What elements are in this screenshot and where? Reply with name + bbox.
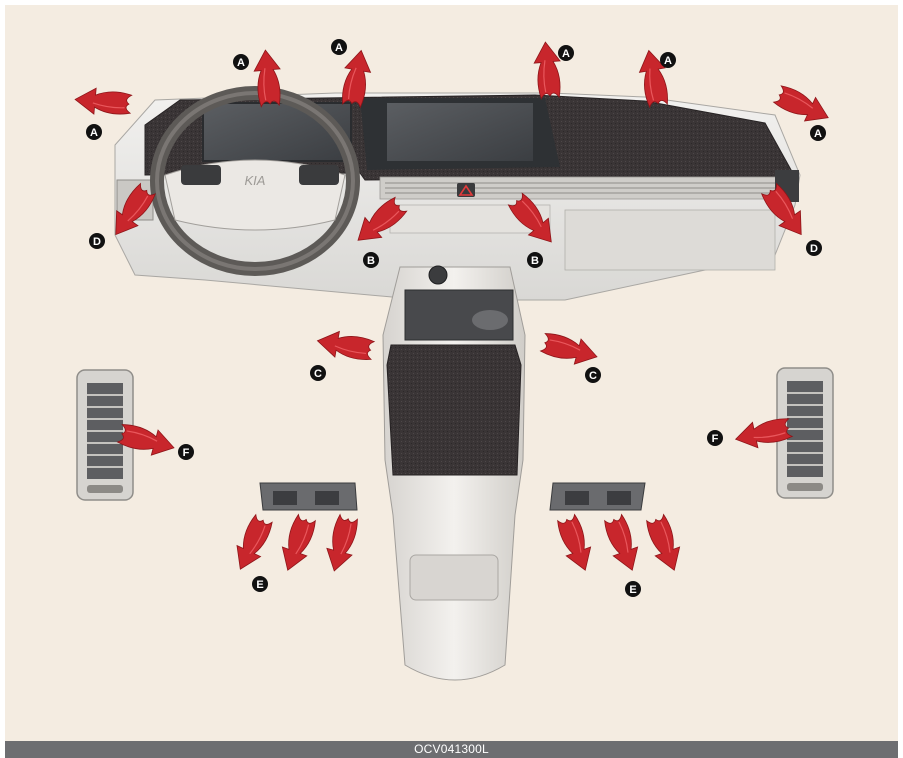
airflow-arrow-icon [554,513,598,575]
label-c: C [310,365,326,381]
label-a: A [331,39,347,55]
console-storage-bin [410,555,498,600]
svg-text:F: F [712,433,719,445]
svg-text:D: D [810,243,818,255]
vent-diagram: KIA [5,5,898,741]
rear-floor-vent-left [260,483,357,510]
svg-text:A: A [814,128,822,140]
label-b: B [363,252,379,268]
label-b: B [527,252,543,268]
label-c: C [585,367,601,383]
rear-floor-vent-right [550,483,645,510]
label-a: A [810,125,826,141]
airflow-arrow-icon [229,513,276,575]
airflow-arrow-icon [532,41,563,99]
svg-text:F: F [183,447,190,459]
label-a: A [233,54,249,70]
airflow-arrow-icon [643,513,687,575]
label-f: F [178,444,194,460]
svg-text:E: E [629,584,636,596]
caption-bar: OCV041300L [5,741,898,758]
svg-text:B: B [531,255,539,267]
airflow-arrow-icon [74,86,132,117]
svg-text:B: B [367,255,375,267]
glovebox [565,210,775,270]
label-a: A [660,52,676,68]
armrest-fabric [387,345,521,475]
svg-text:A: A [237,57,245,69]
svg-text:C: C [314,368,322,380]
svg-text:A: A [335,42,343,54]
airflow-arrow-icon [315,328,375,363]
label-d: D [806,240,822,256]
airflow-arrow-icon [601,513,645,575]
svg-text:E: E [256,579,263,591]
label-a: A [558,45,574,61]
drive-selector-dial [429,266,447,284]
airflow-arrow-icon [276,513,320,575]
airflow-arrow-icon [540,330,601,370]
illustration-canvas: KIA [5,5,898,741]
svg-text:C: C [589,370,597,382]
center-console [383,266,525,680]
label-d: D [89,233,105,249]
figure-code: OCV041300L [5,741,898,758]
label-e: E [252,576,268,592]
airflow-arrow-icon [772,82,834,129]
svg-text:D: D [93,236,101,248]
label-e: E [625,581,641,597]
svg-text:A: A [664,55,672,67]
airflow-arrow-icon [322,514,362,575]
svg-text:A: A [90,127,98,139]
svg-text:A: A [562,48,570,60]
steering-wheel-emblem: KIA [245,173,266,188]
label-a: A [86,124,102,140]
label-f: F [707,430,723,446]
